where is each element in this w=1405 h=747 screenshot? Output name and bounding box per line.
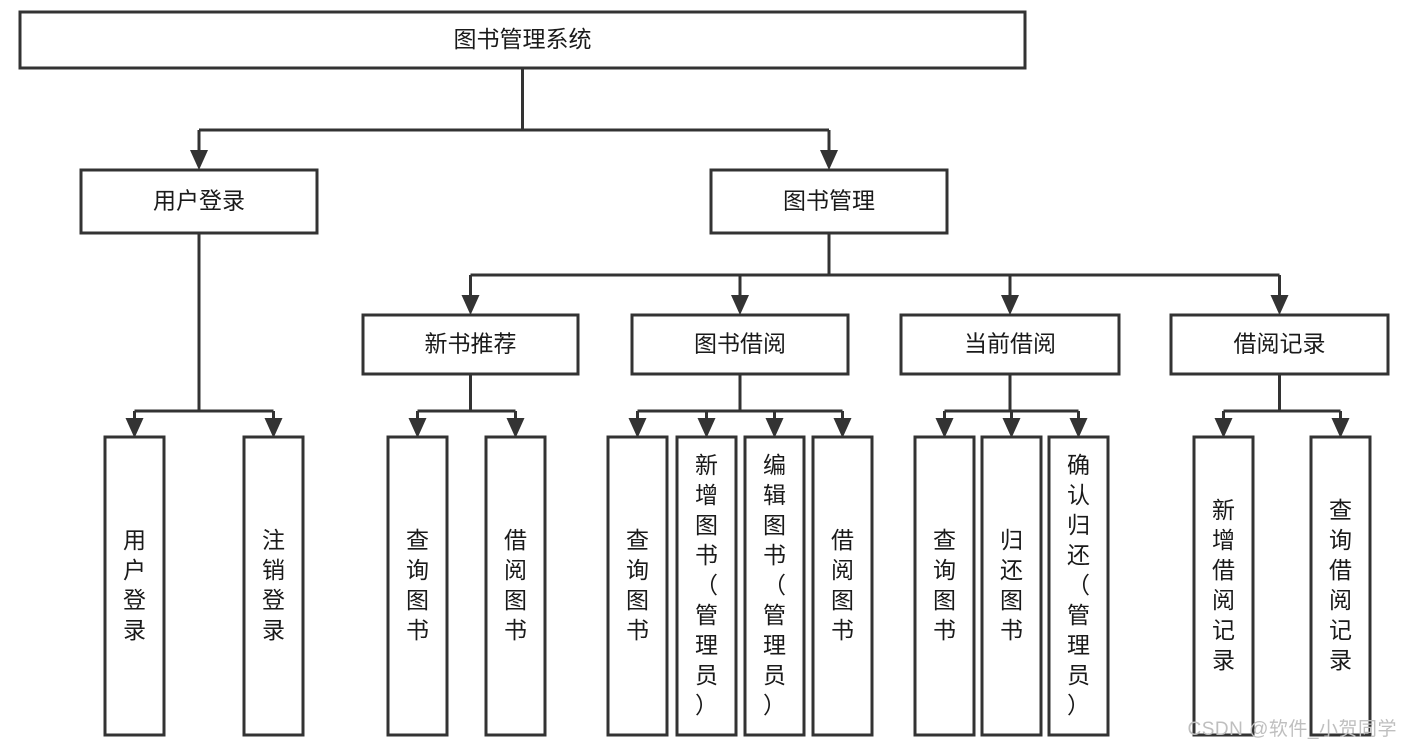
root-node-book-management-system[interactable]: 图书管理系统 <box>18 10 1027 70</box>
node-label: 用户登录 <box>153 188 245 214</box>
level2-node-1[interactable]: 图书管理 <box>709 168 949 235</box>
level2-node-0[interactable]: 用户登录 <box>79 168 319 235</box>
leaf-label: 注销登录 <box>262 527 285 643</box>
watermark-text: CSDN @软件_小贺同学 <box>1187 719 1397 740</box>
node-label: 图书管理系统 <box>454 26 592 52</box>
leaf-label: 编辑图书（管理员） <box>763 452 786 718</box>
leaf-node-3[interactable]: 借阅图书 <box>484 435 547 737</box>
leaf-node-5[interactable]: 新增图书（管理员） <box>675 435 738 737</box>
leaf-node-7[interactable]: 借阅图书 <box>811 435 874 737</box>
level3-node-0[interactable]: 新书推荐 <box>361 313 580 376</box>
level3-node-2[interactable]: 当前借阅 <box>899 313 1121 376</box>
leaf-label: 借阅图书 <box>504 527 527 643</box>
leaf-node-4[interactable]: 查询图书 <box>606 435 669 737</box>
leaf-node-12[interactable]: 查询借阅记录 <box>1309 435 1372 737</box>
leaf-label: 查询图书 <box>933 527 956 643</box>
node-label: 新书推荐 <box>425 331 517 357</box>
leaf-node-1[interactable]: 注销登录 <box>242 435 305 737</box>
leaf-node-8[interactable]: 查询图书 <box>913 435 976 737</box>
leaf-label: 查询图书 <box>406 527 429 643</box>
leaf-node-10[interactable]: 确认归还（管理员） <box>1047 435 1110 737</box>
leaf-label: 归还图书 <box>1000 527 1023 643</box>
leaf-label: 确认归还（管理员） <box>1067 452 1090 718</box>
level3-node-3[interactable]: 借阅记录 <box>1169 313 1390 376</box>
leaf-label: 用户登录 <box>123 527 146 643</box>
leaf-label: 查询图书 <box>626 527 649 643</box>
node-label: 图书借阅 <box>694 331 786 357</box>
leaf-label: 新增图书（管理员） <box>695 452 718 718</box>
node-boxes: 图书管理系统用户登录图书管理新书推荐图书借阅当前借阅借阅记录用户登录注销登录查询… <box>18 10 1390 737</box>
leaf-label: 新增借阅记录 <box>1212 497 1235 673</box>
node-label: 借阅记录 <box>1234 331 1326 357</box>
level3-node-1[interactable]: 图书借阅 <box>630 313 850 376</box>
leaf-node-11[interactable]: 新增借阅记录 <box>1192 435 1255 737</box>
node-label: 当前借阅 <box>964 331 1056 357</box>
leaf-label: 借阅图书 <box>831 527 854 643</box>
connector-edges <box>125 68 1350 438</box>
leaf-node-2[interactable]: 查询图书 <box>386 435 449 737</box>
leaf-node-9[interactable]: 归还图书 <box>980 435 1043 737</box>
node-label: 图书管理 <box>783 188 875 214</box>
leaf-label: 查询借阅记录 <box>1329 497 1352 673</box>
leaf-node-6[interactable]: 编辑图书（管理员） <box>743 435 806 737</box>
leaf-node-0[interactable]: 用户登录 <box>103 435 166 737</box>
